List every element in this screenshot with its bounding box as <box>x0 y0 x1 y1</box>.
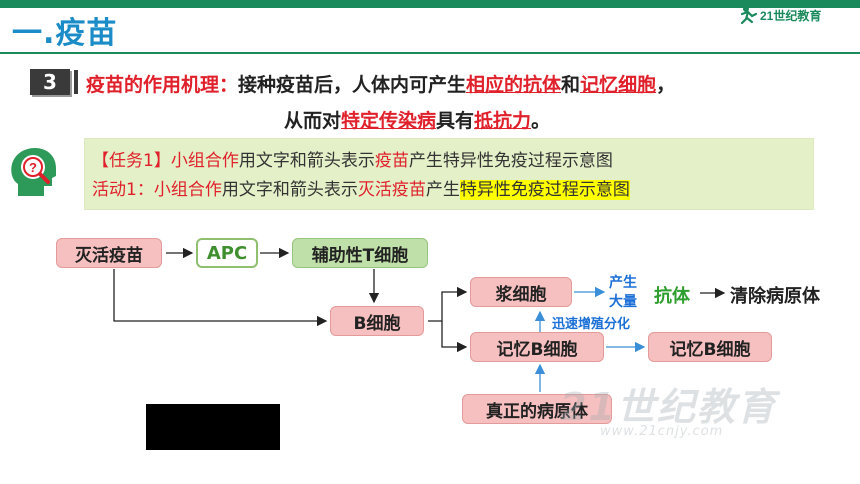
mechanism-line-1: 疫苗的作用机理：接种疫苗后，人体内可产生相应的抗体和记忆细胞， <box>86 70 675 97</box>
badge-number: 3 <box>43 70 57 94</box>
node-memory-b-cell: 记忆B细胞 <box>470 332 604 362</box>
mechanism-heading: 疫苗的作用机理： <box>86 74 239 96</box>
task-label: 【任务1】小组合作 <box>92 151 239 171</box>
arrow-b-memory <box>441 321 468 353</box>
mechanism-text: 和 <box>561 74 581 96</box>
mechanism-keyword-antibody: 相应的抗体 <box>466 74 562 96</box>
activity-text: 产生 <box>425 180 460 200</box>
node-real-pathogen: 真正的病原体 <box>462 394 612 424</box>
activity-keyword: 灭活疫苗 <box>357 180 426 200</box>
node-helper-t-cell: 辅助性T细胞 <box>292 238 428 268</box>
task-line-1: 【任务1】小组合作用文字和箭头表示疫苗产生特异性免疫过程示意图 <box>92 146 613 171</box>
node-memory-b-cell-2: 记忆B细胞 <box>648 332 772 362</box>
node-label: 记忆B细胞 <box>496 339 578 360</box>
node-b-cell: B细胞 <box>330 306 424 336</box>
node-label: 灭活疫苗 <box>75 245 143 266</box>
mechanism-keyword-resistance: 抵抗力 <box>474 110 532 132</box>
badge-bar <box>74 70 78 94</box>
mechanism-text: 接种疫苗后，人体内可产生 <box>238 74 467 96</box>
mechanism-text: 。 <box>531 110 551 132</box>
label-proliferate: 迅速增殖分化 <box>552 317 631 332</box>
arrow-b-plasma <box>428 286 468 322</box>
mechanism-keyword-memory: 记忆细胞 <box>580 74 657 96</box>
mechanism-text: 从而对 <box>284 110 342 132</box>
runner-logo-icon: 21世纪教育 <box>740 6 821 25</box>
question-magnifier-head-icon: ? <box>11 148 56 196</box>
task-keyword: 疫苗 <box>374 151 409 171</box>
task-text: 产生特异性免疫过程示意图 <box>408 151 613 171</box>
arrow-vaccine-b <box>113 269 328 327</box>
mechanism-text: 具有 <box>436 110 475 132</box>
node-label: 记忆B细胞 <box>669 339 751 360</box>
section-title: 一.疫苗 <box>12 16 118 51</box>
node-label: 浆细胞 <box>495 284 547 305</box>
node-label: 辅助性T细胞 <box>311 245 409 266</box>
activity-label: 活动1：小组合作 <box>92 180 222 200</box>
node-apc: APC <box>196 238 258 268</box>
activity-line: 活动1：小组合作用文字和箭头表示灭活疫苗产生特异性免疫过程示意图 <box>92 175 630 200</box>
label-clear-pathogen: 清除病原体 <box>730 286 820 307</box>
watermark-sub: www.21cnjy.com <box>600 424 724 439</box>
mechanism-keyword-disease: 特定传染病 <box>341 110 437 132</box>
node-inactivated-vaccine: 灭活疫苗 <box>56 238 162 268</box>
mechanism-text: ， <box>656 74 676 96</box>
task-box <box>84 138 814 210</box>
hidden-answer-button[interactable] <box>146 404 280 450</box>
top-accent-bar <box>0 0 860 8</box>
label-produce: 产生 <box>609 275 637 291</box>
logo-text: 21世纪教育 <box>760 8 821 23</box>
node-plasma-cell: 浆细胞 <box>470 277 572 307</box>
mechanism-line-2: 从而对特定传染病具有抵抗力。 <box>284 106 550 133</box>
title-divider <box>0 52 860 54</box>
label-large-amount: 大量 <box>609 294 637 310</box>
section-number-badge: 3 <box>30 69 70 95</box>
node-label: 真正的病原体 <box>486 401 588 422</box>
watermark: 21世纪教育 <box>560 385 777 429</box>
task-text: 用文字和箭头表示 <box>238 151 375 171</box>
node-label: APC <box>206 242 248 264</box>
svg-text:?: ? <box>29 160 37 175</box>
activity-highlight: 特异性免疫过程示意图 <box>459 180 630 200</box>
activity-text: 用文字和箭头表示 <box>221 180 358 200</box>
node-label: B细胞 <box>353 313 401 334</box>
label-antibody: 抗体 <box>654 286 690 307</box>
